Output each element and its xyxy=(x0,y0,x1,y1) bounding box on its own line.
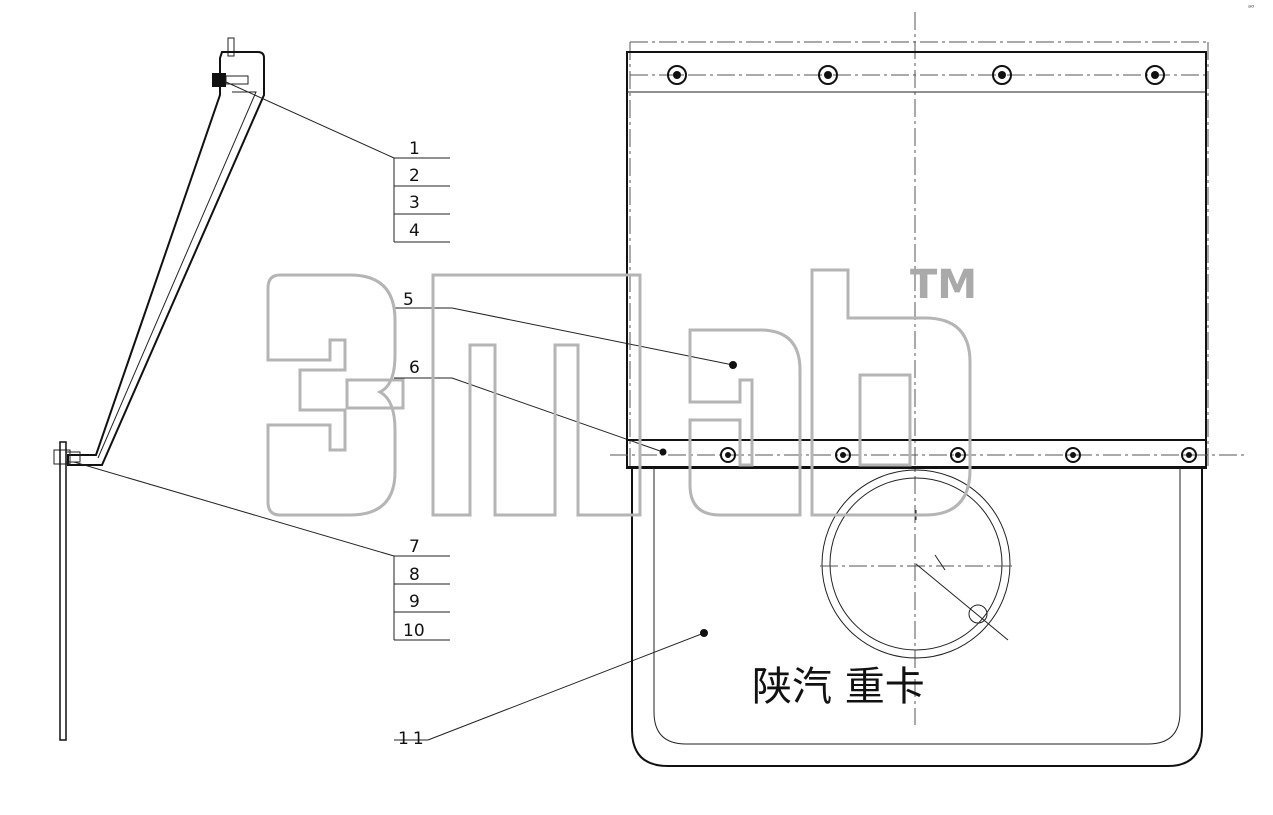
callout-1: 1 xyxy=(409,139,420,159)
plate-text: 陕汽 重卡 xyxy=(752,664,925,710)
callout-2: 2 xyxy=(409,166,420,186)
callout-table-lower xyxy=(393,556,450,641)
lower-bolt-holes xyxy=(720,447,1197,463)
callout-4: 4 xyxy=(409,221,420,241)
callout-3: 3 xyxy=(409,193,420,213)
corner-mark: ᵃᵒ xyxy=(1248,3,1254,12)
front-view xyxy=(610,12,1245,767)
watermark-logo: TM xyxy=(266,262,977,517)
callout-9: 9 xyxy=(409,592,420,612)
callout-7: 7 xyxy=(409,537,420,557)
callout-8: 8 xyxy=(409,565,420,585)
callout-5: 5 xyxy=(403,290,414,310)
callout-6: 6 xyxy=(409,358,420,378)
callout-10: 10 xyxy=(403,621,425,641)
top-bolt-holes xyxy=(667,65,1165,85)
side-view-bracket xyxy=(53,37,265,741)
watermark-trademark: TM xyxy=(910,262,977,308)
callout-11: 11 xyxy=(398,729,428,749)
leader-lines xyxy=(73,81,734,741)
callout-table-upper xyxy=(393,158,450,243)
